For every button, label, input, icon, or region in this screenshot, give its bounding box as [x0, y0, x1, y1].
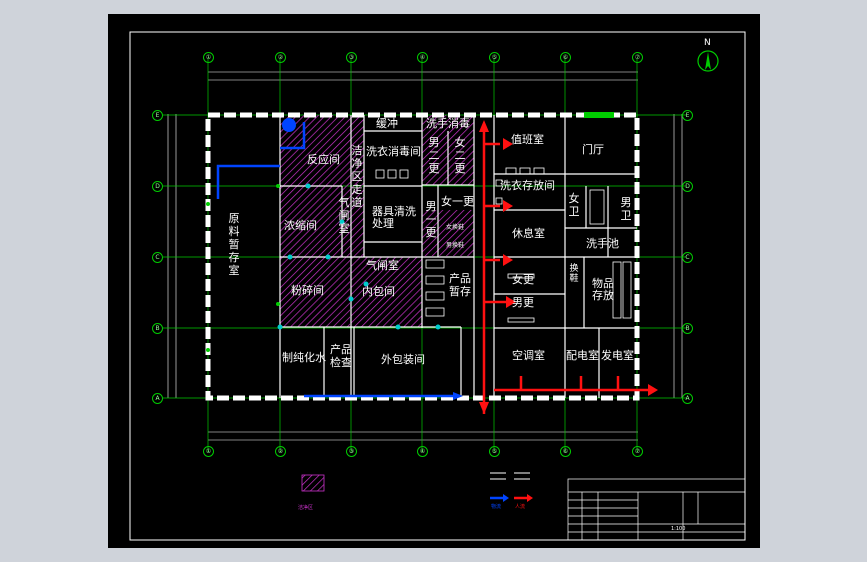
title-block-scale: 1:100	[671, 526, 686, 532]
legend-lines	[490, 472, 533, 502]
grid-row-e-right: E	[682, 110, 693, 121]
legend-red-label: 人流	[515, 504, 526, 510]
room-male-shoe: 男换鞋	[446, 242, 465, 249]
room-female-second-change: 女二更	[454, 136, 466, 175]
room-laundry: 洗衣消毒间	[366, 145, 421, 158]
legend-blue-label: 物流	[491, 504, 502, 510]
grid-col-2: ②	[275, 52, 286, 63]
room-concentration: 浓缩间	[284, 219, 317, 232]
door-markers	[277, 183, 441, 330]
room-goods-storage: 物品存放	[592, 277, 614, 302]
room-male-second-change: 男二更	[428, 136, 440, 175]
grid-col-5: ⑤	[489, 52, 500, 63]
grid-row-a-right: A	[682, 393, 693, 404]
grid-row-d-right: D	[682, 181, 693, 192]
grid-col-1-bottom: ①	[203, 446, 214, 457]
grid-col-1: ①	[203, 52, 214, 63]
room-outer-packing: 外包装间	[381, 353, 425, 366]
drawing-frame	[129, 31, 746, 541]
legend-hatch-label: 洁净区	[298, 505, 314, 511]
room-female-first-change: 女一更	[441, 195, 474, 208]
north-circle	[697, 50, 719, 72]
grid-col-7-bottom: ⑦	[632, 446, 643, 457]
logistics-start	[282, 118, 296, 132]
personnel-flow	[482, 124, 648, 414]
room-hand-wash-pool: 洗手池	[586, 237, 619, 250]
room-female-wc: 女卫	[568, 192, 580, 218]
room-product-inspection: 产品检查	[330, 343, 352, 369]
grid-col-3: ③	[346, 52, 357, 63]
grid-col-5-bottom: ⑤	[489, 446, 500, 457]
grid-row-b: B	[152, 323, 163, 334]
room-crushing: 粉碎间	[291, 284, 324, 297]
logistics-flow	[216, 122, 460, 398]
room-male-change: 男更	[512, 296, 534, 309]
room-airlock-mid: 气闸室	[366, 259, 399, 272]
room-reaction: 反应间	[307, 153, 340, 166]
fixtures	[375, 167, 632, 323]
drawing-canvas: N ① ② ③ ④ ⑤ ⑥ ⑦ ① ② ③ ④ ⑤ ⑥ ⑦ E D C B A …	[108, 14, 760, 548]
room-duty: 值班室	[511, 133, 544, 146]
room-laundry-storage: 洗衣存放间	[500, 179, 555, 192]
door-symbols	[206, 112, 614, 352]
room-generator: 发电室	[601, 349, 634, 362]
interior-walls	[279, 115, 637, 398]
grid-row-c: C	[152, 252, 163, 263]
room-water-prep: 制纯化水	[282, 351, 326, 364]
grid-row-a: A	[152, 393, 163, 404]
room-clean-corridor: 洁净区走道	[351, 144, 363, 209]
room-inner-packing: 内包间	[362, 285, 395, 298]
north-arrow-icon	[705, 52, 711, 70]
room-shoe-change: 换鞋	[569, 264, 579, 284]
room-hand-wash-disinfect: 洗手消毒	[426, 117, 470, 130]
grid-row-c-right: C	[682, 252, 693, 263]
room-ac: 空调室	[512, 349, 545, 362]
grid-col-6-bottom: ⑥	[560, 446, 571, 457]
room-airlock-left: 气闸室	[338, 196, 350, 235]
room-power-dist: 配电室	[566, 349, 599, 362]
grid-col-4: ④	[417, 52, 428, 63]
room-rest: 休息室	[512, 227, 545, 240]
north-label: N	[704, 38, 711, 48]
room-male-first-change: 男一更	[425, 200, 437, 239]
grid-row-e: E	[152, 110, 163, 121]
room-gate-hall: 门厅	[582, 143, 604, 156]
room-tool-cleaning: 器具清洗处理	[372, 205, 416, 230]
legend-hatch-box	[301, 474, 325, 492]
grid-col-7: ⑦	[632, 52, 643, 63]
grid-col-3-bottom: ③	[346, 446, 357, 457]
room-male-wc: 男卫	[620, 196, 632, 222]
room-buffer: 缓冲	[376, 117, 398, 130]
room-raw-storage: 原料暂存室	[228, 212, 240, 277]
grid-col-4-bottom: ④	[417, 446, 428, 457]
room-product-storage: 产品暂存	[449, 272, 471, 298]
grid-row-b-right: B	[682, 323, 693, 334]
grid-col-2-bottom: ②	[275, 446, 286, 457]
grid-col-6: ⑥	[560, 52, 571, 63]
grid-row-d: D	[152, 181, 163, 192]
room-female-change: 女更	[512, 273, 534, 286]
title-block	[567, 478, 746, 541]
floor-plan	[129, 31, 746, 541]
room-female-shoe: 女换鞋	[446, 224, 465, 231]
